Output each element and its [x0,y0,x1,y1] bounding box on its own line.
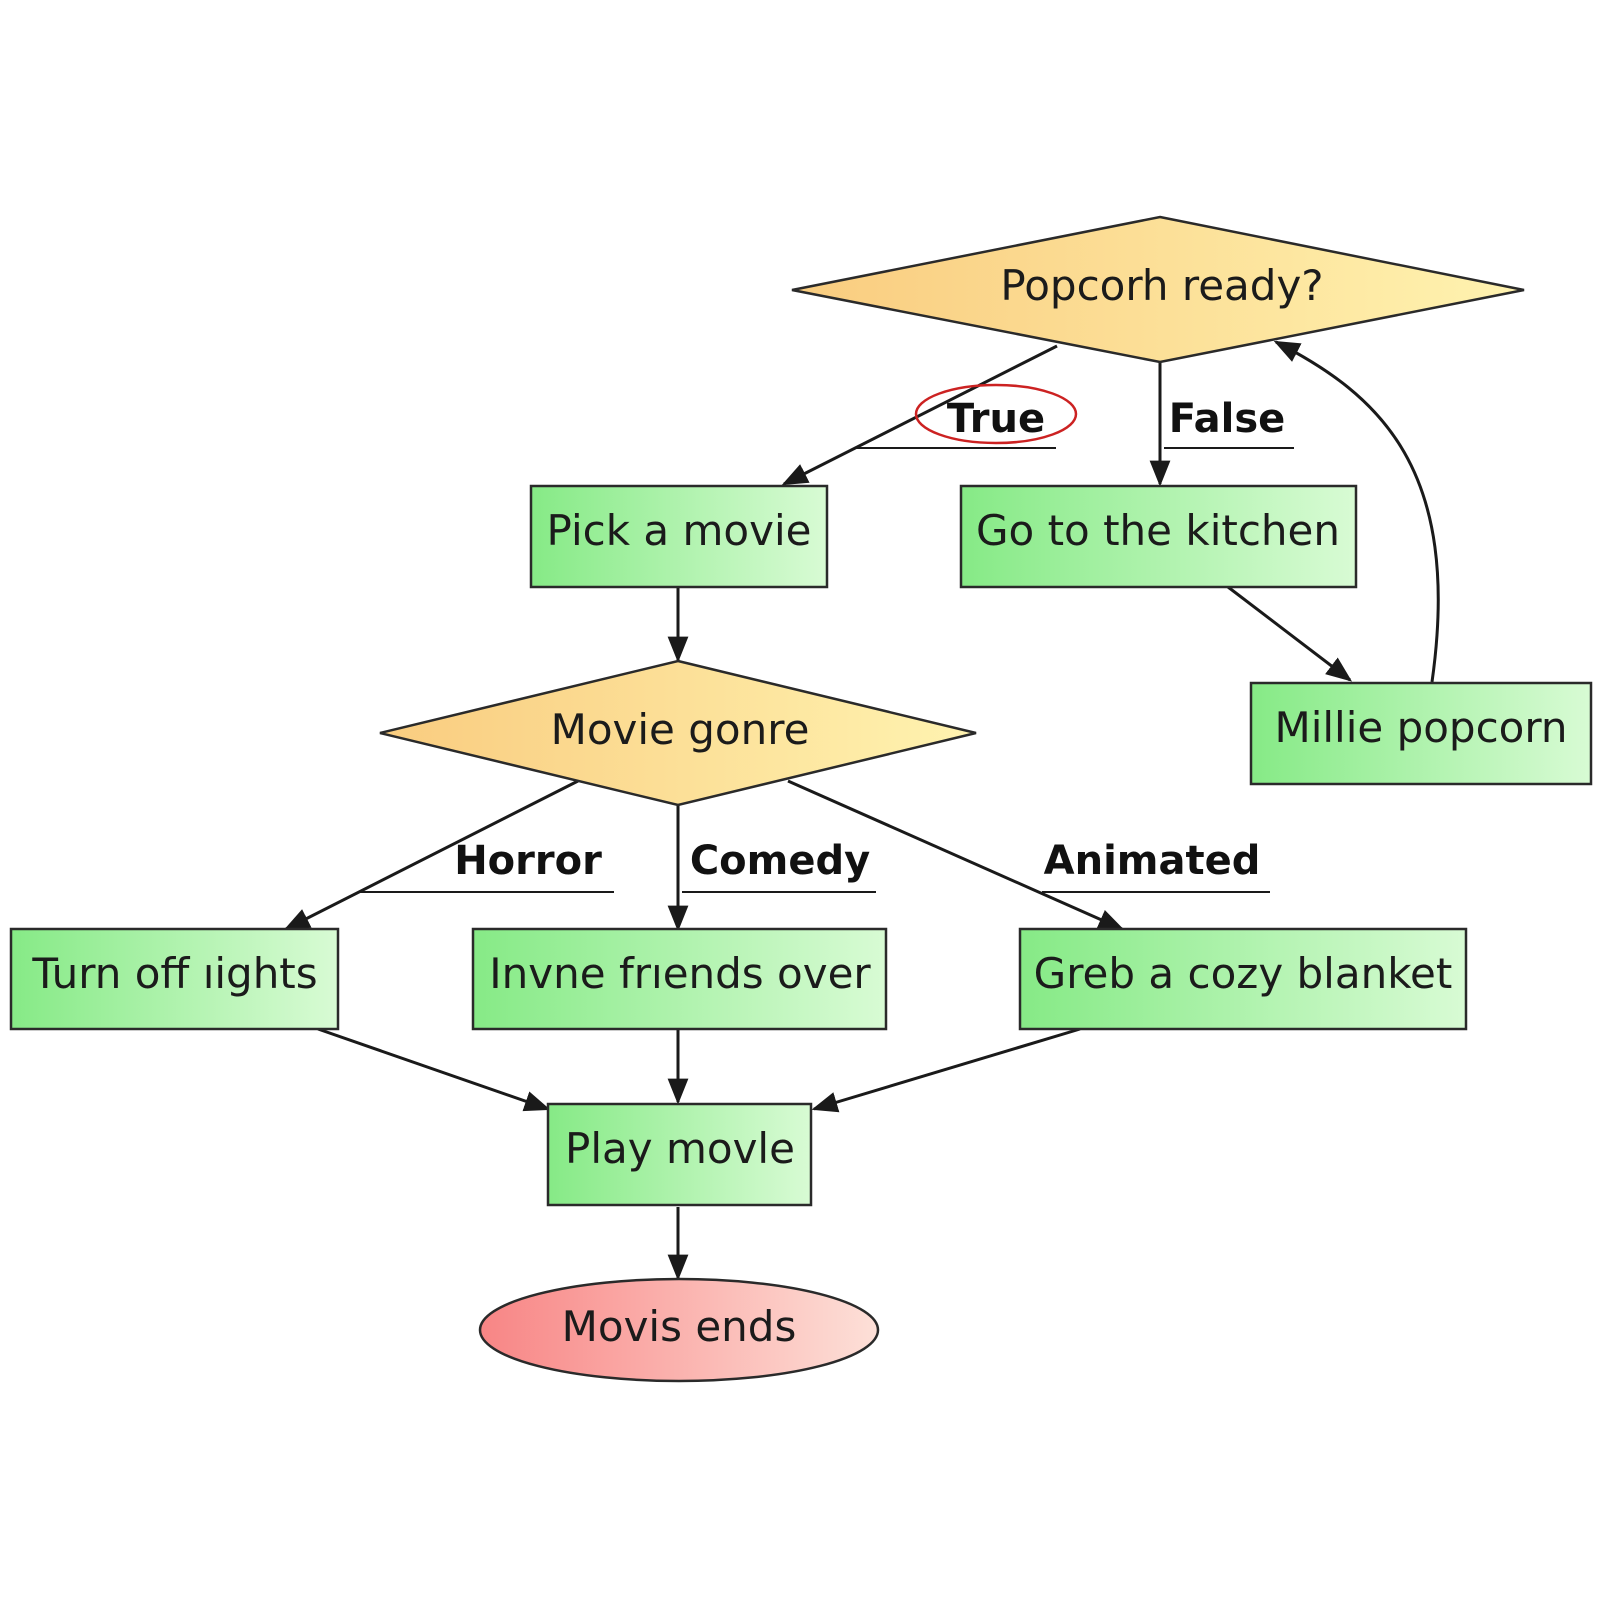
process-go-kitchen: Go to the kitchen [959,484,1358,589]
process-make-popcorn: Millie popcorn [1249,681,1593,786]
edge-blanket-to-play [811,1027,1081,1113]
edge-lights-to-play [317,1027,551,1112]
go-kitchen-text: Go to the kitchen [976,506,1340,555]
play-movie-text: Play movle [565,1124,795,1173]
edge-label-animated: Animated [1042,838,1270,893]
edge-label-true: True [854,383,1078,449]
nodes: Popcorh ready? Pick a movie Go to the ki… [9,215,1593,1383]
edge-label-false: False [1164,396,1294,449]
true-label: True [947,396,1045,442]
edge-true [781,344,1058,486]
turn-off-lights-text: Turn off ıights [31,949,317,998]
decision-movie-genre: Movie gonre [379,659,977,807]
movie-genre-text: Movie gonre [551,705,810,754]
make-popcorn-text: Millie popcorn [1274,703,1567,752]
edge-labels: True False Horror Comedy Animated [360,383,1294,893]
edges [283,340,1440,1281]
horror-label: Horror [454,838,602,884]
process-grab-blanket: Greb a cozy blanket [1018,927,1468,1031]
highlight-circle [914,383,1078,445]
movie-ends-text: Movis ends [562,1302,797,1351]
edge-horror [283,779,579,931]
process-turn-off-lights: Turn off ıights [9,927,340,1031]
decision-popcorn-ready: Popcorh ready? [791,215,1525,364]
invite-friends-text: Invne frıends over [489,949,871,998]
edge-popcorn-loop [1273,340,1440,683]
popcorn-ready-text: Popcorh ready? [1000,261,1323,310]
animated-label: Animated [1044,838,1261,884]
edge-animated [787,779,1125,931]
edge-label-horror: Horror [360,838,614,893]
false-label: False [1169,396,1286,442]
terminal-movie-ends: Movis ends [478,1277,880,1383]
grab-blanket-text: Greb a cozy blanket [1034,949,1453,998]
comedy-label: Comedy [690,838,870,884]
process-invite-friends: Invne frıends over [471,927,888,1031]
process-pick-movie: Pick a movie [529,484,829,589]
process-play-movie: Play movle [546,1102,813,1207]
edge-kitchen-to-popcorn [1227,585,1353,682]
pick-movie-text: Pick a movie [547,506,812,555]
edge-label-comedy: Comedy [682,838,876,893]
